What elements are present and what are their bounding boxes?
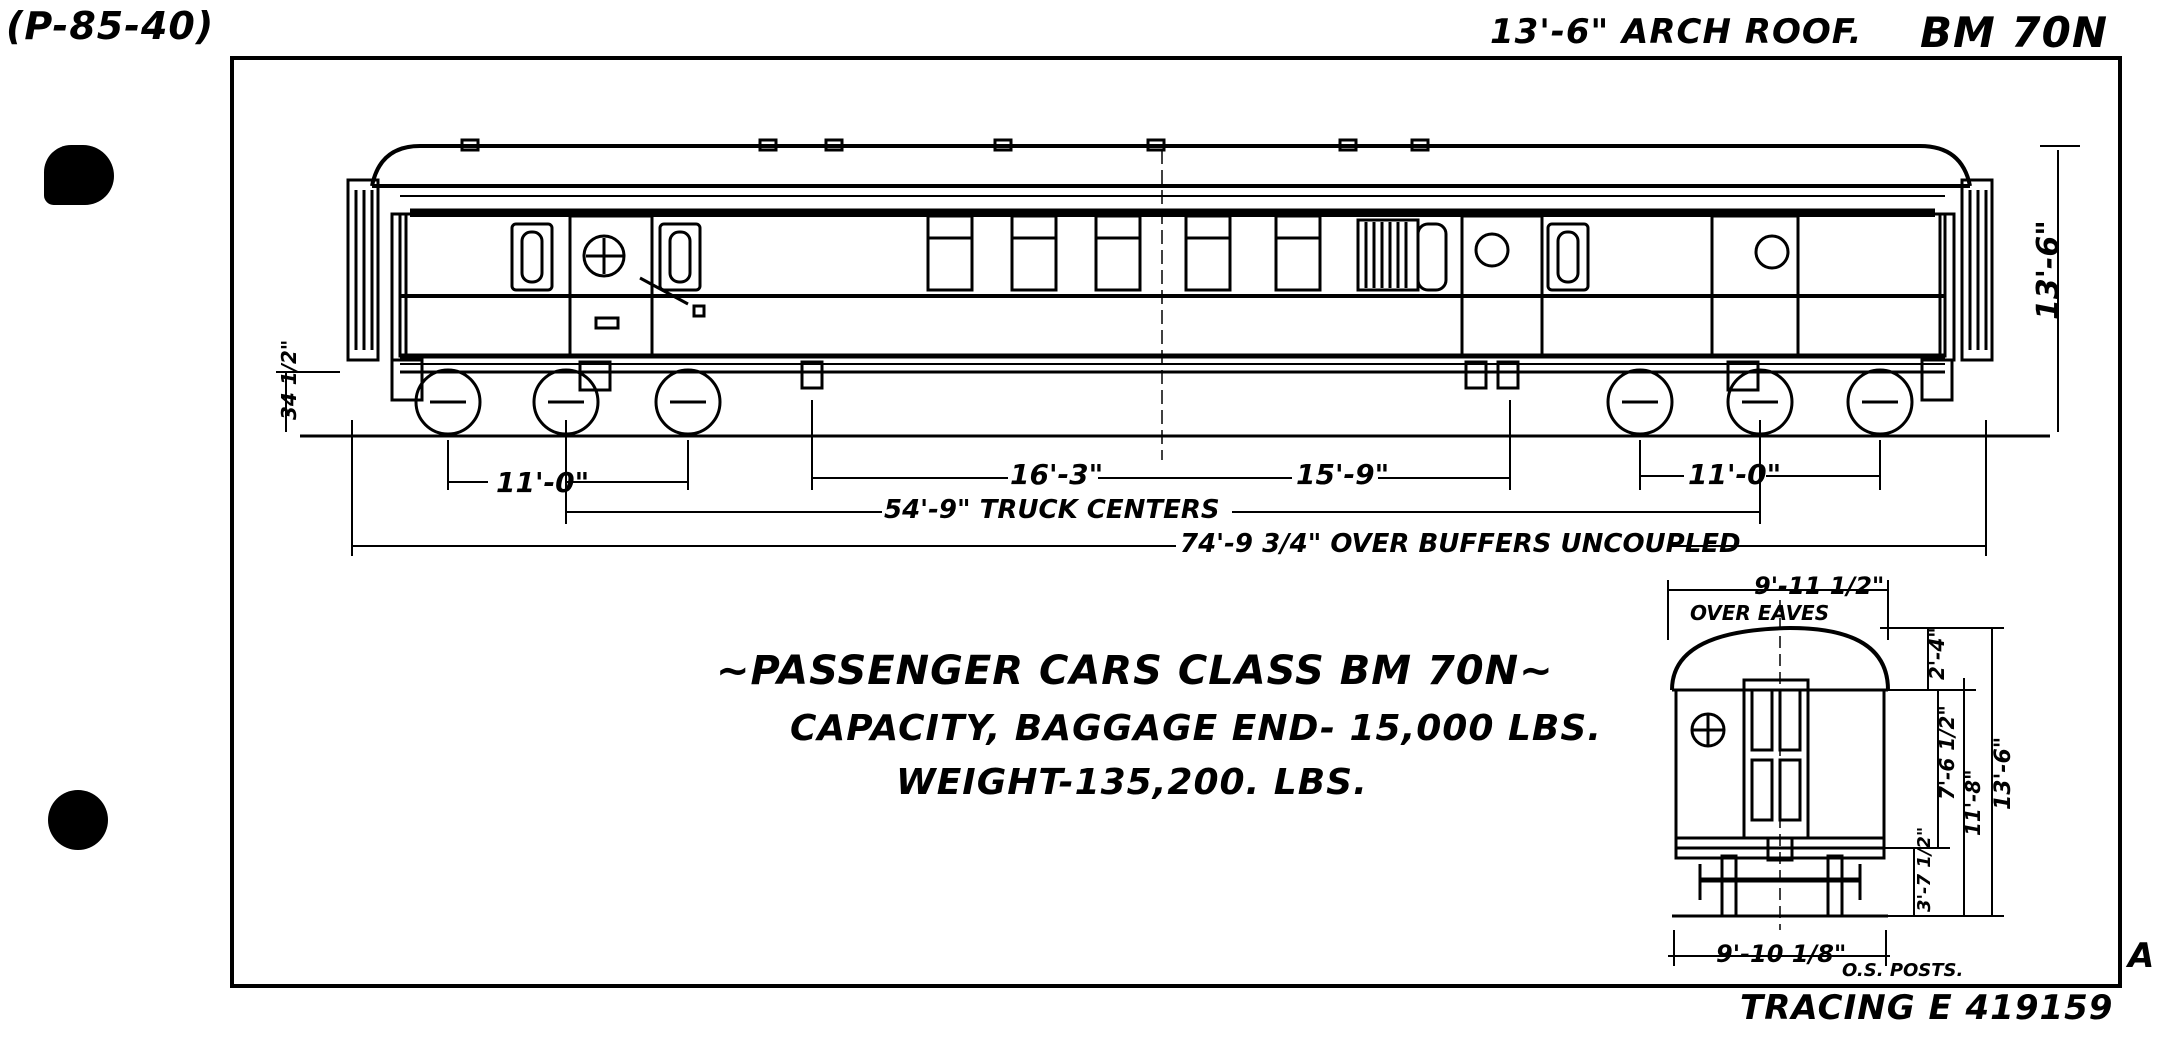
wheel: [414, 368, 482, 436]
side-dimensions: [276, 145, 2080, 556]
dim-floor-height: 3'-7 1/2": [1914, 827, 1935, 912]
dim-height: 13'-6": [2031, 220, 2066, 320]
dim-total-height: 13'-6": [1991, 737, 2016, 810]
dim-roof-rise: 2'-4": [1925, 627, 1949, 680]
dim-eaves-label: OVER EAVES: [1690, 601, 1829, 625]
wheel: [654, 368, 722, 436]
oval-window: [658, 222, 702, 292]
class-code: BM 70N: [1920, 8, 2109, 57]
binder-hole-bottom: [48, 790, 108, 850]
end-dimensions: [1667, 580, 2004, 966]
drawing-title: ~PASSENGER CARS CLASS BM 70N~: [716, 648, 1554, 694]
truck-left: [414, 360, 722, 436]
wheel: [1846, 368, 1914, 436]
roof-vent: [460, 138, 480, 152]
oval-window: [1416, 222, 1448, 292]
car-end-elevation: [1670, 600, 1890, 930]
dim-posts-width: 9'-10 1/8": [1716, 940, 1846, 968]
roof-vent: [824, 138, 844, 152]
roof-vent: [1410, 138, 1430, 152]
dim-coupler-height: 34 1/2": [277, 340, 301, 420]
dim-truck-centers: 54'-9" TRUCK CENTERS: [884, 495, 1220, 525]
roof-vent: [993, 138, 1013, 152]
side-door-right: [1710, 214, 1800, 358]
dim-center-left: 16'-3": [1010, 458, 1103, 491]
sash-window: [1184, 214, 1232, 292]
car-side-elevation: [300, 138, 2050, 460]
sash-window: [1010, 214, 1058, 292]
vestibule-right: [1960, 178, 1994, 362]
side-door-middle: [1460, 214, 1544, 358]
dim-eaves-width: 9'-11 1/2": [1754, 572, 1884, 600]
oval-window: [510, 222, 554, 292]
car-roof: [370, 144, 1972, 187]
sash-window: [1274, 214, 1322, 292]
sash-window: [926, 214, 974, 292]
sash-window: [1094, 214, 1142, 292]
drawing-frame: [230, 56, 2122, 988]
oval-window: [1546, 222, 1590, 292]
dim-over-buffers: 74'-9 3/4" OVER BUFFERS UNCOUPLED: [1180, 529, 1741, 559]
dim-eave-height: 11'-8": [1961, 769, 1985, 836]
binder-hole-top: [44, 145, 114, 205]
dim-side-height: 7'-6 1/2": [1935, 705, 1959, 800]
roof-vent: [758, 138, 778, 152]
capacity-note: CAPACITY, BAGGAGE END- 15,000 LBS.: [790, 708, 1602, 749]
dim-truck-wheelbase-left: 11'-0": [496, 466, 589, 499]
dim-center-right: 15'-9": [1296, 458, 1389, 491]
sheet-letter: A: [2128, 936, 2156, 976]
weight-note: WEIGHT-135,200. LBS.: [896, 762, 1368, 803]
roof-vent: [1338, 138, 1358, 152]
sheet-reference: (P-85-40): [6, 4, 215, 48]
vestibule-left: [346, 178, 380, 362]
roof-note: 13'-6" ARCH ROOF.: [1490, 12, 1863, 52]
tracing-number: TRACING E 419159: [1740, 988, 2114, 1028]
roof-vent: [1146, 138, 1166, 152]
wheel: [1606, 368, 1674, 436]
dim-posts-label: O.S. POSTS.: [1842, 960, 1963, 981]
dim-truck-wheelbase-right: 11'-0": [1688, 458, 1781, 491]
